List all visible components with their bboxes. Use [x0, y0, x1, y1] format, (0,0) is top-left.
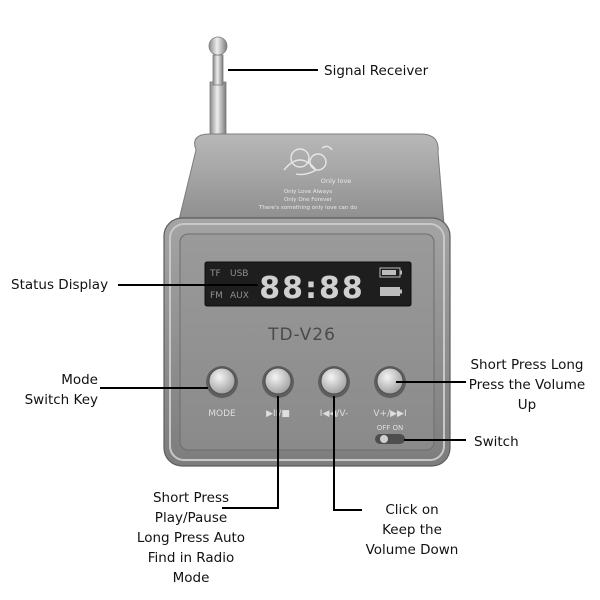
engraving-line-4: There's something only love can do	[258, 205, 358, 211]
engraving-emblem	[283, 145, 333, 176]
callout-volume-up-line-1: Short Press Long	[470, 357, 584, 373]
callout-play-pause-line-2: Play/Pause	[154, 510, 228, 526]
callout-mode-switch-key: Mode Switch Key	[14, 370, 98, 410]
callout-volume-down-line-2: Keep the	[382, 522, 442, 538]
battery-full-icon	[380, 287, 402, 296]
next-volume-up-button[interactable]	[374, 366, 406, 398]
next-volume-up-button-label: V+/▶▶I	[373, 409, 406, 419]
callout-signal-receiver: Signal Receiver	[324, 63, 429, 79]
engraving-line-3: Only One Forever	[284, 197, 333, 203]
callout-play-pause-line-4: Find in Radio	[147, 550, 235, 566]
power-switch[interactable]	[375, 434, 405, 444]
indicator-tf: TF	[209, 269, 221, 279]
callout-mode-line-2: Switch Key	[24, 392, 98, 408]
callout-play-pause-line-3: Long Press Auto	[136, 530, 246, 546]
callout-play-pause: Short Press Play/Pause Long Press Auto F…	[132, 488, 250, 588]
line-play-pause	[222, 396, 279, 509]
indicator-fm: FM	[210, 291, 223, 301]
indicator-aux: AUX	[230, 291, 249, 301]
callout-volume-down-line-1: Click on	[385, 502, 439, 518]
display-clock: 88:88	[259, 271, 365, 306]
callout-lines	[100, 69, 466, 511]
callout-play-pause-line-5: Mode	[172, 570, 210, 586]
callout-volume-up-line-2: Press the Volume	[468, 377, 586, 393]
line-volume-down	[333, 396, 362, 511]
engraving-line-1: Only love	[321, 177, 352, 185]
callout-play-pause-line-1: Short Press	[152, 490, 230, 506]
engraving-line-2: Only Love Always	[284, 189, 332, 195]
indicator-usb: USB	[230, 269, 248, 279]
callout-switch: Switch	[474, 434, 519, 450]
speaker-top-face: Only love Only Love Always Only One Fore…	[177, 133, 445, 225]
status-display: TF USB FM AUX 88:88	[204, 261, 412, 307]
model-name: TD-V26	[267, 325, 336, 345]
callout-mode-line-1: Mode	[61, 372, 98, 388]
callout-volume-down: Click on Keep the Volume Down	[352, 500, 472, 560]
mode-button[interactable]	[206, 366, 238, 398]
prev-volume-down-button[interactable]	[318, 366, 350, 398]
power-switch-label: OFF ON	[377, 424, 404, 432]
callout-volume-up-line-3: Up	[517, 397, 537, 413]
callout-volume-up: Short Press Long Press the Volume Up	[466, 355, 588, 415]
play-pause-button[interactable]	[262, 366, 294, 398]
mode-button-label: MODE	[208, 409, 236, 419]
battery-icon	[379, 267, 402, 278]
callout-volume-down-line-3: Volume Down	[365, 542, 459, 558]
callout-status-display: Status Display	[11, 277, 109, 293]
